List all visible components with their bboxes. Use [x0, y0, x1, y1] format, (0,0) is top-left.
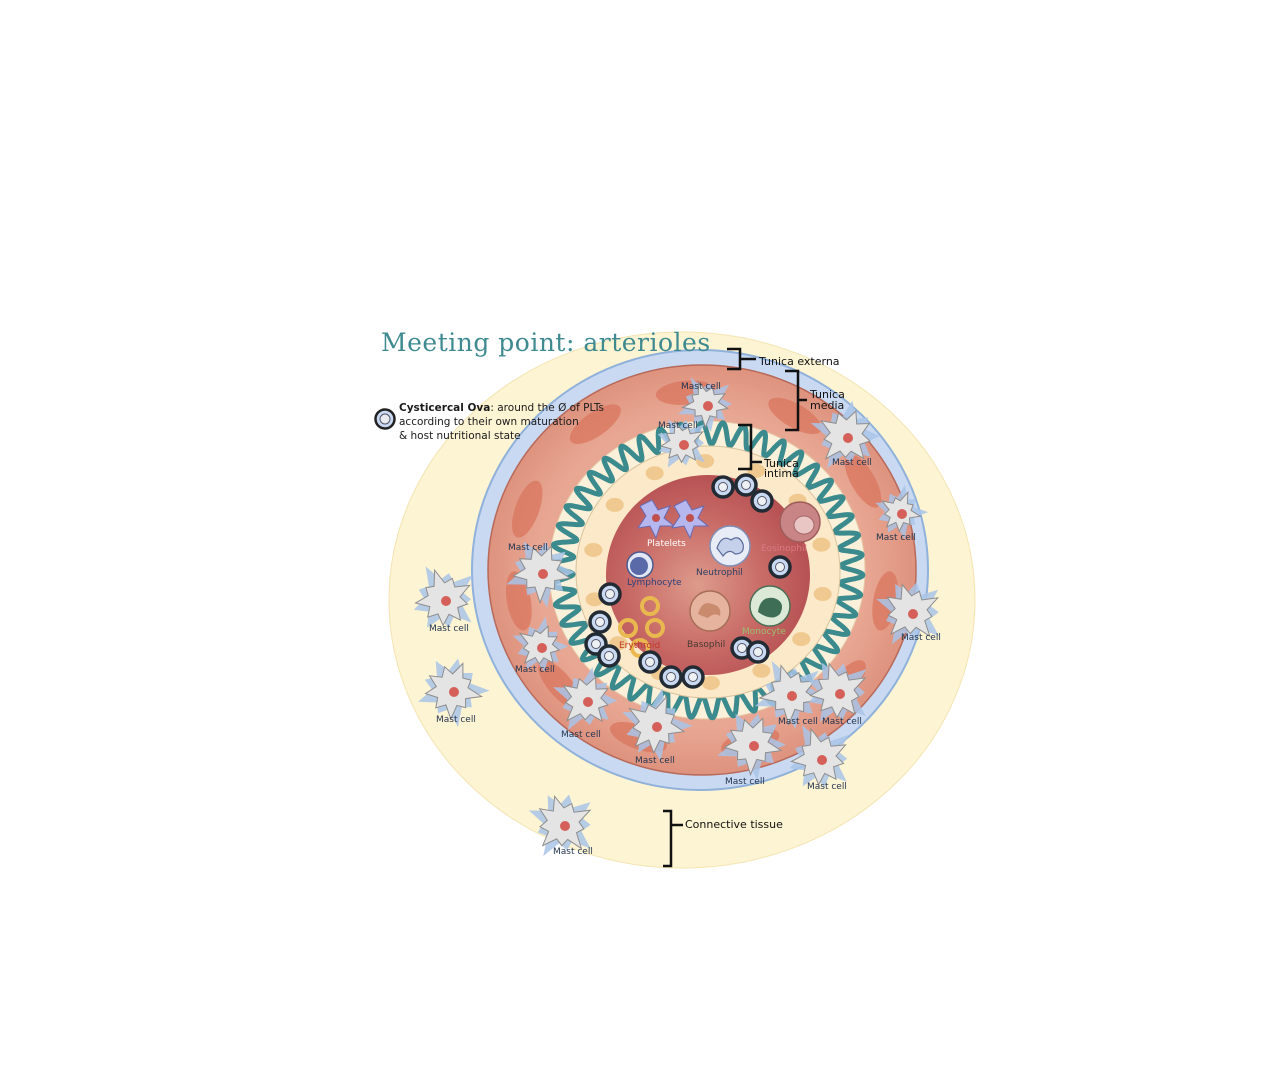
ova-legend-term: Cysticercal Ova — [399, 402, 490, 414]
mast-cell-granules — [538, 569, 548, 579]
ova-legend-line1: : around the Ø of PLTs — [490, 402, 604, 414]
mast-cell-label: Mast cell — [822, 716, 862, 728]
mast-cell-granules — [441, 596, 451, 606]
label-erythroid: Erythroid — [619, 640, 660, 652]
mast-cell-label: Mast cell — [832, 457, 872, 469]
ovum-core — [596, 618, 605, 627]
label-tunica-intima-2: intima — [764, 468, 799, 480]
ovum-core — [606, 590, 615, 599]
ovum-core — [719, 483, 728, 492]
mast-cell-granules — [537, 643, 547, 653]
plasma-granule — [792, 632, 810, 646]
label-platelets: Platelets — [647, 538, 686, 550]
label-monocyte: Monocyte — [742, 626, 786, 638]
mast-cell-label: Mast cell — [508, 542, 548, 554]
page-title: Meeting point: arterioles — [381, 328, 711, 357]
mast-cell-label: Mast cell — [515, 664, 555, 676]
label-eosinophil: Eosinophil — [761, 543, 807, 555]
mast-cell-granules — [908, 609, 918, 619]
label-tunica-externa: Tunica externa — [759, 356, 840, 368]
plasma-granule — [584, 543, 602, 557]
mast-cell-granules — [749, 741, 759, 751]
mast-cell-label: Mast cell — [561, 729, 601, 741]
platelet-granule — [652, 514, 660, 522]
label-tunica-media-2: media — [810, 400, 844, 412]
mast-cell-label: Mast cell — [725, 776, 765, 788]
mast-cell-granules — [583, 697, 593, 707]
mast-cell-label: Mast cell — [436, 714, 476, 726]
lymphocyte — [627, 552, 653, 578]
label-lymphocyte: Lymphocyte — [627, 577, 682, 589]
ova-legend-text: Cysticercal Ova: around the Ø of PLTs ac… — [399, 401, 604, 443]
ovum-core — [605, 652, 614, 661]
mast-cell-label: Mast cell — [635, 755, 675, 767]
ovum-core — [776, 563, 785, 572]
ovum-core — [646, 658, 655, 667]
plasma-granule — [814, 587, 832, 601]
ovum-core — [742, 481, 751, 490]
ovum-core — [754, 648, 763, 657]
label-neutrophil: Neutrophil — [696, 567, 743, 579]
mast-cell-granules — [835, 689, 845, 699]
ovum-core — [738, 644, 747, 653]
platelet-granule — [686, 514, 694, 522]
ovum-core — [689, 673, 698, 682]
label-connective-tissue: Connective tissue — [685, 819, 783, 831]
mast-cell-label: Mast cell — [681, 381, 721, 393]
mast-cell-granules — [449, 687, 459, 697]
ovum-core — [758, 497, 767, 506]
mast-cell-label: Mast cell — [876, 532, 916, 544]
label-basophil: Basophil — [687, 639, 725, 651]
monocyte — [750, 586, 790, 626]
mast-cell-granules — [679, 440, 689, 450]
mast-cell-label: Mast cell — [658, 420, 698, 432]
mast-cell-granules — [560, 821, 570, 831]
eosinophil — [780, 502, 820, 542]
ova-legend-line3: & host nutritional state — [399, 429, 604, 443]
plasma-granule — [752, 664, 770, 678]
mast-cell-label: Mast cell — [429, 623, 469, 635]
neutrophil — [710, 526, 750, 566]
mast-cell-granules — [703, 401, 713, 411]
ova-icon — [374, 408, 396, 430]
basophil — [690, 591, 730, 631]
lymphocyte-nucleus — [630, 557, 648, 575]
mast-cell-granules — [897, 509, 907, 519]
mast-cell-label: Mast cell — [807, 781, 847, 793]
plasma-granule — [812, 538, 830, 552]
mast-cell-label: Mast cell — [901, 632, 941, 644]
plasma-granule — [646, 466, 664, 480]
mast-cell-granules — [787, 691, 797, 701]
mast-cell-granules — [843, 433, 853, 443]
mast-cell-label: Mast cell — [778, 716, 818, 728]
plasma-granule — [606, 498, 624, 512]
ovum-core — [592, 640, 601, 649]
mast-cell-label: Mast cell — [553, 846, 593, 858]
ova-legend-line2: according to their own maturation — [399, 415, 604, 429]
eosinophil-nucleus — [794, 516, 814, 534]
ovum-core — [667, 673, 676, 682]
mast-cell-granules — [817, 755, 827, 765]
mast-cell-granules — [652, 722, 662, 732]
